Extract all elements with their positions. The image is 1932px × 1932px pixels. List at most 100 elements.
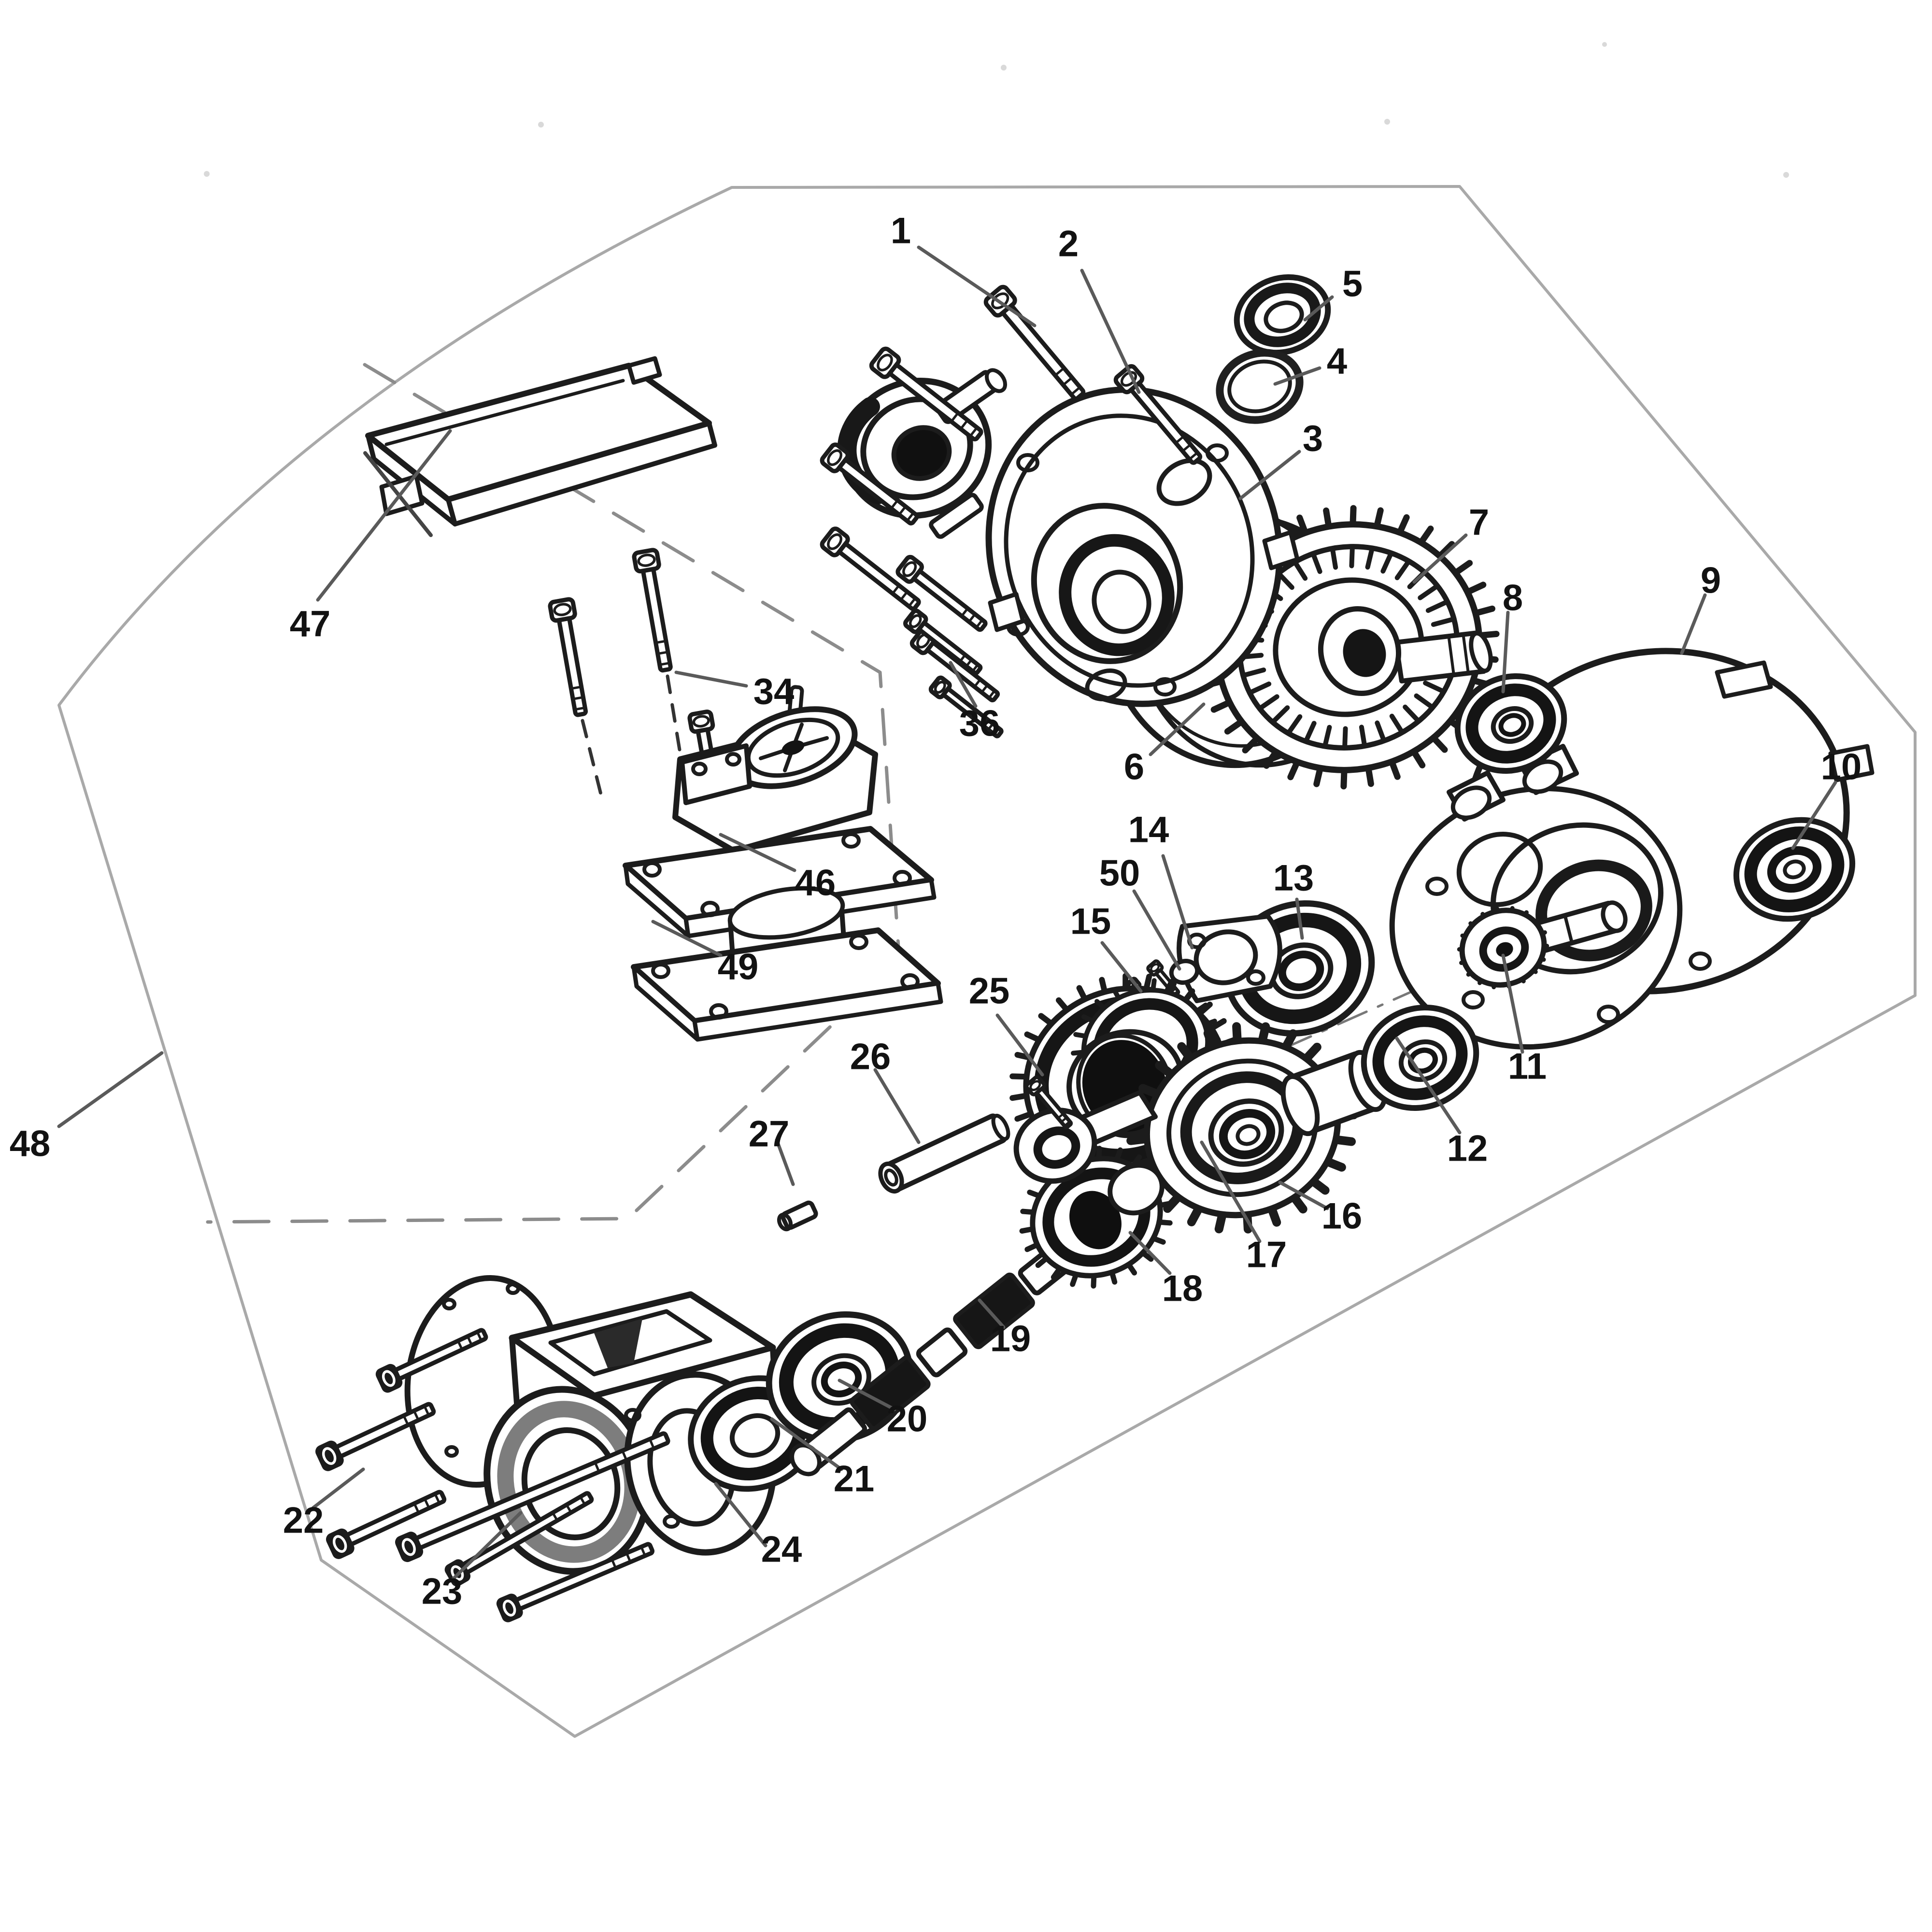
- bolt-screw: [820, 526, 921, 611]
- ellipse-shape: [1264, 300, 1304, 333]
- leader-line-22: [311, 1467, 365, 1510]
- leader-line-46: [719, 833, 796, 872]
- ellipse-shape: [1033, 1126, 1080, 1169]
- leader-line-1: [917, 245, 1037, 327]
- leader-line-47: [316, 429, 452, 602]
- ellipse-shape: [442, 1298, 456, 1310]
- leader-line-25: [995, 1013, 1044, 1077]
- ellipse-shape: [841, 832, 861, 849]
- part-label-5: 5: [1342, 264, 1363, 305]
- ellipse-shape: [651, 963, 670, 979]
- ellipse-shape: [1456, 832, 1543, 907]
- pinion-gear-18: [1019, 1146, 1174, 1289]
- speck: [1602, 42, 1607, 47]
- bolt-screw: [326, 1490, 447, 1559]
- bolt-screw: [903, 609, 983, 675]
- ball-bearing-8: [1454, 673, 1567, 774]
- ellipse-shape: [1462, 990, 1485, 1009]
- leader-line-24: [714, 1482, 767, 1548]
- ellipse-shape: [1092, 569, 1151, 634]
- part-label-7: 7: [1469, 502, 1489, 543]
- part-label-48: 48: [10, 1123, 51, 1165]
- ellipse-shape: [729, 1413, 781, 1458]
- cap-screws-22: [315, 1328, 488, 1559]
- ellipse-shape: [1498, 713, 1526, 737]
- part-label-14: 14: [1128, 810, 1169, 851]
- ellipse-shape: [642, 861, 662, 878]
- part-label-1: 1: [891, 211, 911, 252]
- ellipse-shape: [884, 1168, 898, 1187]
- ellipse-shape: [849, 934, 868, 950]
- line-shape: [1563, 913, 1574, 944]
- leader-line-21: [770, 1417, 843, 1471]
- polygon-shape: [1262, 530, 1300, 570]
- leader-line-34: [674, 670, 748, 688]
- leader-line-8: [1501, 611, 1510, 694]
- ellipse-shape: [1689, 952, 1712, 971]
- ellipse-shape: [700, 901, 720, 917]
- leader-line-2: [1080, 269, 1141, 394]
- speck: [1783, 172, 1789, 178]
- leader-line-49: [651, 920, 723, 957]
- part-label-25: 25: [969, 971, 1010, 1012]
- speck: [538, 122, 544, 128]
- part-label-50: 50: [1099, 853, 1140, 894]
- ellipse-shape: [1013, 1108, 1097, 1184]
- ellipse-shape: [1601, 900, 1628, 933]
- ellipse-shape: [1216, 349, 1304, 424]
- ellipse-shape: [1108, 1163, 1165, 1216]
- screws-34: [548, 548, 734, 877]
- leader-line-11: [1501, 953, 1524, 1054]
- part-label-2: 2: [1058, 224, 1079, 265]
- ellipse-shape: [506, 1282, 520, 1295]
- ellipse-shape: [1278, 951, 1324, 991]
- leader-line-9: [1680, 593, 1707, 655]
- bolt-screw: [869, 346, 983, 441]
- part-label-9: 9: [1701, 560, 1721, 601]
- ellipse-shape: [1408, 1047, 1438, 1074]
- part-label-47: 47: [290, 604, 331, 645]
- leader-line-7: [1412, 533, 1468, 584]
- leader-line-6: [1149, 702, 1206, 756]
- bolt-screw: [496, 1542, 655, 1622]
- ellipse-shape: [1425, 877, 1449, 896]
- bolt-screw: [632, 548, 673, 673]
- o-ring-4: [1216, 349, 1304, 424]
- ellipse-shape: [821, 1362, 862, 1397]
- bolt-screw: [1024, 1075, 1073, 1129]
- part-label-22: 22: [283, 1500, 324, 1541]
- line-shape: [1448, 637, 1455, 677]
- polygon-shape: [365, 363, 712, 502]
- leader-line-12: [1395, 1037, 1462, 1135]
- part-label-24: 24: [761, 1529, 802, 1570]
- ellipse-shape: [1479, 926, 1529, 972]
- thru-bolts-23: [395, 1431, 670, 1622]
- oil-seal-10: [1733, 817, 1856, 922]
- leader-line-20: [838, 1378, 896, 1411]
- leader-line-18: [1128, 1231, 1172, 1275]
- ellipse-shape: [624, 1408, 641, 1422]
- leader-line-27: [775, 1138, 795, 1186]
- bolt-screw: [395, 1431, 670, 1563]
- ellipse-shape: [1244, 283, 1321, 347]
- ellipse-shape: [1219, 1108, 1276, 1160]
- cylinder-segment: [850, 1355, 931, 1431]
- bolt-screw: [548, 597, 588, 717]
- part-label-16: 16: [1321, 1196, 1363, 1237]
- part-label-6: 6: [1124, 747, 1144, 788]
- ellipse-shape: [663, 1514, 680, 1529]
- ellipse-shape: [444, 1445, 459, 1458]
- ellipse-shape: [1156, 458, 1212, 506]
- polygon-shape: [692, 981, 943, 1042]
- line-shape: [384, 379, 625, 446]
- shift-bracket-25: [1013, 1075, 1158, 1184]
- leader-line-17: [1200, 1140, 1262, 1243]
- bearing-cap-5: [1234, 274, 1331, 356]
- cover-plate-47: [363, 356, 717, 537]
- leader-line-13: [1295, 897, 1304, 940]
- polygon-shape: [988, 592, 1025, 632]
- cylinder-segment: [929, 493, 984, 539]
